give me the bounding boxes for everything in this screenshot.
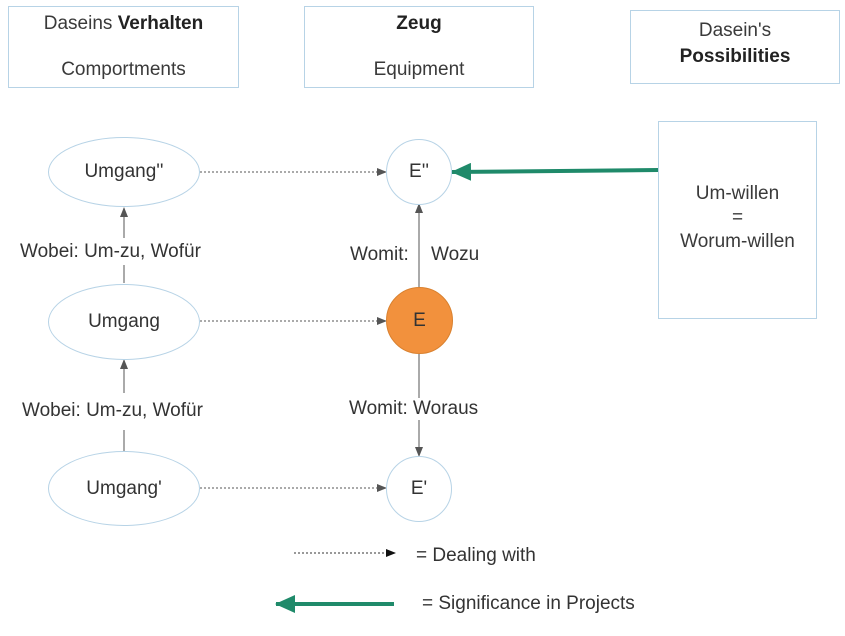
umgang-top-node: Umgang'' xyxy=(48,137,200,207)
header-comportments: Daseins Verhalten Comportments xyxy=(8,6,239,88)
um-willen-equals: = xyxy=(731,207,744,228)
e-mid-node: E xyxy=(386,287,453,354)
umgang-top-label: Umgang'' xyxy=(84,161,164,182)
womit-woraus-label: Womit: Woraus xyxy=(349,398,479,420)
e-top-node: E'' xyxy=(386,139,452,205)
womit-label-upper: Womit: xyxy=(350,244,409,265)
legend-significance-label: = Significance in Projects xyxy=(422,593,635,615)
umgang-mid-label: Umgang xyxy=(88,311,160,332)
header-possibilities-line1: Dasein's xyxy=(698,20,772,41)
umgang-mid-node: Umgang xyxy=(48,284,200,360)
um-willen-box: Um-willen = Worum-willen xyxy=(658,121,817,319)
e-bottom-node: E' xyxy=(386,456,452,522)
worum-willen-line: Worum-willen xyxy=(680,231,795,252)
header-comportments-bold: Verhalten xyxy=(117,13,204,34)
wobei-lower-label: Wobei: Um-zu, Wofür xyxy=(22,400,203,422)
wobei-upper-label: Wobei: Um-zu, Wofür xyxy=(20,241,201,263)
header-comportments-line1: Daseins Verhalten xyxy=(9,12,238,36)
e-top-label: E'' xyxy=(409,161,429,182)
header-equipment: Zeug Equipment xyxy=(304,6,534,88)
umgang-bottom-label: Umgang' xyxy=(86,477,162,499)
header-equipment-subtitle: Equipment xyxy=(373,59,465,80)
header-equipment-bold: Zeug xyxy=(396,13,442,34)
header-possibilities-bold: Possibilities xyxy=(679,46,791,67)
significance-arrow xyxy=(451,162,659,181)
um-willen-line1: Um-willen xyxy=(695,183,780,204)
header-equipment-line1: Zeug xyxy=(305,12,533,36)
legend-dealing-label: = Dealing with xyxy=(416,545,536,567)
e-bottom-label: E' xyxy=(410,478,428,499)
e-mid-label: E xyxy=(413,309,426,331)
header-possibilities: Dasein's Possibilities xyxy=(630,10,840,84)
wozu-label: Wozu xyxy=(431,244,480,265)
umgang-bottom-node: Umgang' xyxy=(48,451,200,526)
header-comportments-subtitle: Comportments xyxy=(61,59,186,80)
header-comportments-plain: Daseins xyxy=(43,13,118,34)
